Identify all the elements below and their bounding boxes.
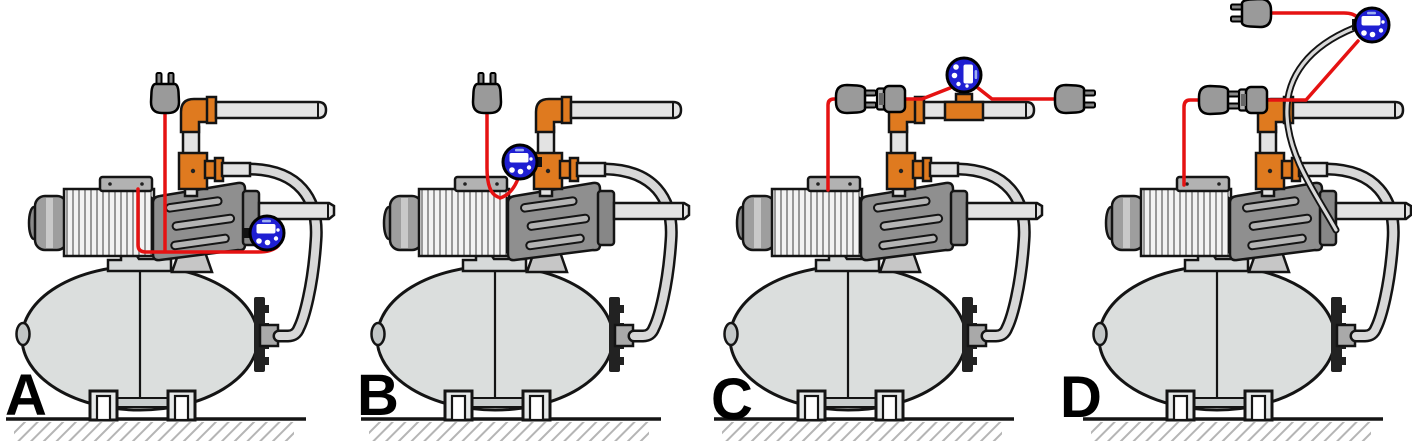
power-plug-icon — [834, 83, 878, 115]
motor-cable — [826, 97, 837, 192]
pressure-controller-icon — [1353, 6, 1391, 44]
controller-mount — [242, 228, 252, 238]
panel-c: C — [711, 56, 1097, 441]
pump-tank-unit — [6, 97, 334, 441]
panel-label-d: D — [1060, 365, 1102, 430]
power-plug-icon — [471, 71, 503, 115]
pressure-controller-icon — [945, 56, 983, 94]
panel-label-a: A — [5, 363, 47, 428]
mains-cable — [1270, 11, 1360, 20]
controller-cable — [903, 86, 952, 101]
panel-a: A — [5, 71, 334, 441]
pipe-tee — [943, 100, 985, 122]
panel-b: B — [357, 71, 689, 441]
pump-tank-unit — [1083, 97, 1411, 441]
inline-socket-icon — [1237, 85, 1269, 115]
power-plug-icon — [1229, 0, 1273, 29]
power-plug-icon — [1053, 83, 1097, 115]
power-plug-icon — [1197, 84, 1241, 116]
pump-tank-unit — [714, 97, 1042, 441]
panel-label-c: C — [711, 367, 753, 432]
controller-cable — [1265, 39, 1360, 102]
pressure-controller-icon — [501, 143, 539, 181]
controller-hose — [1283, 24, 1358, 234]
panel-d: D — [1060, 0, 1411, 441]
panel-label-b: B — [357, 363, 399, 428]
pressure-controller-icon — [248, 214, 286, 252]
inline-socket-icon — [875, 84, 907, 114]
mains-cable — [976, 86, 1056, 101]
motor-cable — [1182, 98, 1200, 187]
power-cable — [485, 112, 500, 199]
power-plug-icon — [149, 71, 181, 115]
